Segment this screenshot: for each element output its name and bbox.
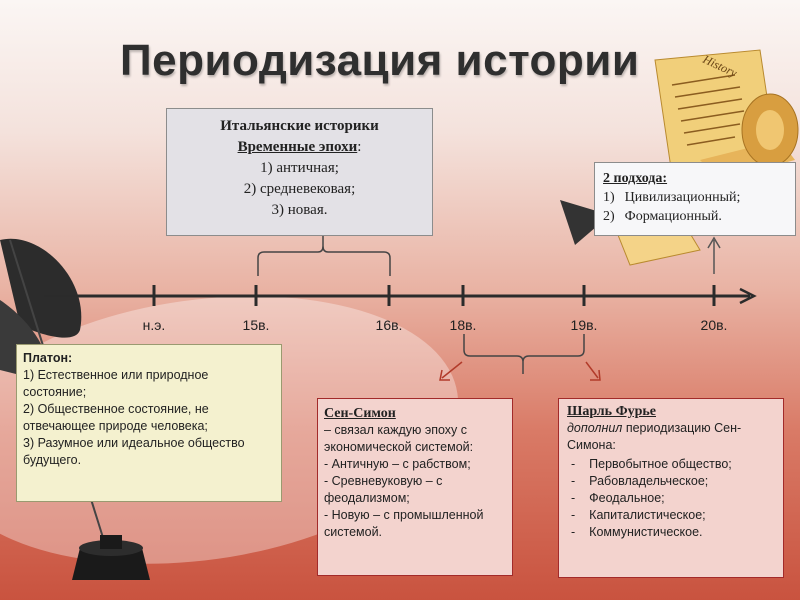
bullet: - <box>571 457 576 471</box>
bullet: - <box>571 474 576 488</box>
arrowhead <box>707 236 721 249</box>
time-epochs-line: Временные эпохи: <box>167 137 432 158</box>
plato-box: Платон: 1) Естественное или природное со… <box>16 344 282 502</box>
approach-text: Цивилизационный; <box>624 190 741 205</box>
tick-label-19: 19в. <box>570 317 598 333</box>
fourier-intro: дополнил периодизацию Сен-Симона: <box>567 420 775 454</box>
formation-label: Рабовладельческое; <box>589 474 709 488</box>
fourier-list: -Первобытное общество; -Рабовладельческо… <box>567 456 775 541</box>
italian-historians-heading: Итальянские историки <box>220 118 379 134</box>
approach-text: Формационный. <box>624 209 722 224</box>
fourier-intro-rest: периодизацию Сен-Симона: <box>567 421 742 452</box>
plato-item: 3) Разумное или идеальное общество будущ… <box>23 436 245 467</box>
plato-item: 1) Естественное или природное состояние; <box>23 368 209 399</box>
bracket-18-19 <box>463 334 585 363</box>
fourier-heading: Шарль Фурье <box>567 404 656 419</box>
saint-simon-box: Сен-Симон – связал каждую эпоху с эконом… <box>317 398 513 576</box>
bullet: - <box>571 525 576 539</box>
approach-number: 2) <box>603 209 615 224</box>
arrowhead <box>590 369 601 381</box>
saint-simon-heading: Сен-Симон <box>324 406 396 421</box>
tick-label-ne: н.э. <box>142 317 166 333</box>
list-item: -Рабовладельческое; <box>567 473 775 490</box>
approaches-box: 2 подхода: 1) Цивилизационный; 2) Формац… <box>594 162 796 236</box>
timeline-arrowhead <box>739 287 757 305</box>
arrowhead <box>439 369 450 381</box>
approach-number: 1) <box>603 190 615 205</box>
tick-label-16: 16в. <box>375 317 403 333</box>
saint-simon-line: - Античную – с рабством; <box>324 457 471 471</box>
bullet: - <box>571 491 576 505</box>
list-item: -Первобытное общество; <box>567 456 775 473</box>
saint-simon-line: - Сревневуковую – с феодализмом; <box>324 474 443 505</box>
plato-item: 2) Общественное состояние, не отвечающее… <box>23 402 209 433</box>
epoch-item: 2) средневековая; <box>243 181 356 197</box>
list-item: -Капиталистическое; <box>567 507 775 524</box>
time-epochs-heading: Временные эпохи <box>237 139 358 155</box>
time-epochs-colon: : <box>357 139 362 155</box>
approaches-heading: 2 подхода: <box>603 171 668 186</box>
formation-label: Первобытное общество; <box>589 457 732 471</box>
list-item: -Коммунистическое. <box>567 524 775 541</box>
page-title: Периодизация истории <box>120 36 640 85</box>
ink-pot-icon <box>72 535 150 580</box>
fourier-box: Шарль Фурье дополнил периодизацию Сен-Си… <box>558 398 784 578</box>
tick-label-18: 18в. <box>449 317 477 333</box>
approach-item: 1) Цивилизационный; <box>603 188 789 207</box>
list-item: -Феодальное; <box>567 490 775 507</box>
epoch-item: 3) новая. <box>271 202 328 218</box>
arrow-to-fourier <box>585 361 599 379</box>
saint-simon-line: – связал каждую эпоху с экономической си… <box>324 423 474 454</box>
tick-label-20: 20в. <box>700 317 728 333</box>
saint-simon-line: - Новую – с промышленной системой. <box>324 508 484 539</box>
arrow-to-saint-simon <box>441 361 463 379</box>
formation-label: Капиталистическое; <box>589 508 706 522</box>
bullet: - <box>571 508 576 522</box>
formation-label: Феодальное; <box>589 491 665 505</box>
approach-item: 2) Формационный. <box>603 207 789 226</box>
formation-label: Коммунистическое. <box>589 525 703 539</box>
fourier-intro-italic: дополнил <box>567 421 623 435</box>
italian-historians-box: Итальянские историки Временные эпохи: 1)… <box>166 108 433 236</box>
timeline-ticks <box>152 285 716 306</box>
plato-heading: Платон: <box>23 351 73 365</box>
bracket-15-16 <box>257 245 391 276</box>
tick-label-15: 15в. <box>242 317 270 333</box>
epoch-item: 1) античная; <box>260 160 339 176</box>
